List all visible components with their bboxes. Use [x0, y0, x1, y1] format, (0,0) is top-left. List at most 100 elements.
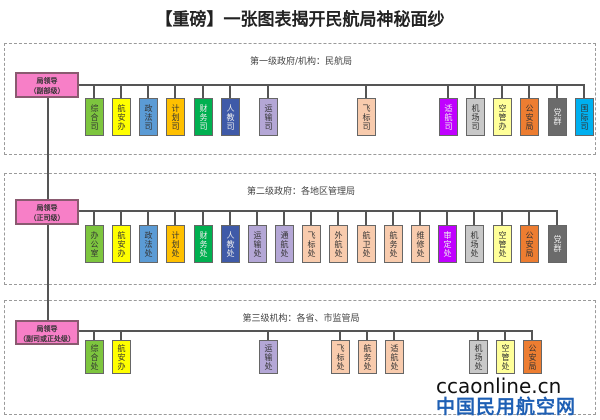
department-box: 运输处 [259, 340, 278, 374]
department-box: 审定处 [438, 225, 457, 263]
department-name: 空管处 [501, 343, 510, 371]
department-name: 空管处 [498, 230, 507, 258]
department-name: 机场处 [474, 343, 483, 371]
page-title: 【重磅】一张图表揭开民航局神秘面纱 [155, 10, 445, 30]
unit-connector [310, 210, 312, 225]
leadership-text: （副部级） [29, 87, 65, 95]
unit-connector [174, 84, 176, 98]
watermark-site-name: 中国民用航空网 [436, 396, 577, 418]
department-name: 综合处 [90, 343, 99, 371]
department-box: 综合处 [85, 340, 104, 374]
department-name: 航安办 [117, 103, 126, 131]
department-name: 机场司 [471, 103, 480, 131]
department-box: 适航处 [385, 340, 404, 374]
leadership-text: 局领导 [36, 204, 58, 212]
unit-connector [229, 84, 231, 98]
unit-connector [365, 210, 367, 225]
department-name: 党群 [553, 108, 562, 126]
department-box: 航务处 [358, 340, 377, 374]
department-box: 机场处 [469, 340, 488, 374]
unit-connector [120, 210, 122, 225]
department-box: 外航处 [329, 225, 348, 263]
unit-connector [473, 210, 475, 225]
department-box: 空管处 [496, 340, 515, 374]
level-1-section: 第一级政府/机构：民航局 [4, 43, 596, 155]
department-name: 财务司 [199, 103, 208, 131]
department-box: 航安办 [112, 225, 131, 263]
level-label: 第一级政府/机构：民航局 [249, 57, 353, 67]
department-name: 航安办 [117, 230, 126, 258]
department-name: 审定处 [443, 230, 452, 258]
unit-connector [267, 84, 269, 98]
level-connector-line [79, 210, 557, 212]
department-box: 政法处 [139, 225, 158, 263]
unit-connector [583, 84, 585, 98]
leadership-box: 局领导 （正司级） [15, 199, 79, 225]
unit-connector [256, 210, 258, 225]
unit-connector [174, 210, 176, 225]
department-box: 飞标处 [302, 225, 321, 263]
department-box: 人教处 [221, 225, 240, 263]
leadership-text: （正司级） [29, 214, 65, 222]
unit-connector [267, 330, 269, 340]
department-name: 计划处 [171, 230, 180, 258]
department-name: 通航处 [280, 230, 289, 258]
level-label: 第三级机构：各省、市监管局 [242, 314, 360, 324]
department-box: 航安办 [112, 98, 131, 136]
leadership-text: 局领导 [36, 325, 58, 333]
unit-connector [337, 210, 339, 225]
department-name: 飞标处 [336, 343, 345, 371]
department-name: 财务处 [199, 230, 208, 258]
department-box: 通航处 [275, 225, 294, 263]
unit-connector [202, 210, 204, 225]
unit-connector [446, 210, 448, 225]
department-box: 运输司 [259, 98, 278, 136]
department-name: 飞标司 [362, 103, 371, 131]
department-name: 维修处 [416, 230, 425, 258]
unit-connector [365, 84, 367, 98]
department-box: 空管处 [493, 225, 512, 263]
department-name: 机场处 [470, 230, 479, 258]
department-name: 航务处 [389, 230, 398, 258]
department-box: 党群 [548, 98, 567, 136]
department-box: 计划处 [166, 225, 185, 263]
department-box: 人教司 [221, 98, 240, 136]
department-box: 航安办 [112, 340, 131, 374]
department-name: 公安局 [528, 343, 537, 371]
watermark-logo: ccaonline.cn 中国民用航空网 [436, 376, 576, 418]
level-label: 第二级政府：各地区管理局 [246, 187, 355, 197]
department-name: 运输处 [253, 230, 262, 258]
department-name: 计划司 [171, 103, 180, 131]
department-name: 党群 [553, 235, 562, 253]
leadership-text: （副司或正处级） [19, 335, 75, 343]
department-name: 外航处 [334, 230, 343, 258]
level-2-section: 第二级政府：各地区管理局 [4, 173, 596, 285]
unit-connector [339, 330, 341, 340]
department-name: 政法司 [144, 103, 153, 131]
level-3-section: 第三级机构：各省、市监管局 [4, 300, 596, 415]
unit-connector [419, 210, 421, 225]
department-box: 机场处 [465, 225, 484, 263]
unit-connector [528, 84, 530, 98]
department-name: 航卫处 [362, 230, 371, 258]
department-box: 公安局 [520, 225, 539, 263]
department-box: 航务处 [384, 225, 403, 263]
department-box: 适航司 [439, 98, 458, 136]
department-box: 飞标司 [357, 98, 376, 136]
unit-connector [366, 330, 368, 340]
department-box: 政法司 [139, 98, 158, 136]
watermark-domain: ccaonline.cn [436, 374, 562, 398]
department-name: 运输司 [264, 103, 273, 131]
unit-connector [556, 210, 558, 225]
unit-connector [528, 210, 530, 225]
department-box: 维修处 [411, 225, 430, 263]
unit-connector [393, 330, 395, 340]
unit-connector [501, 210, 503, 225]
department-name: 人教处 [226, 230, 235, 258]
unit-connector [531, 330, 533, 340]
unit-connector [202, 84, 204, 98]
unit-connector [120, 330, 122, 340]
department-box: 党群 [548, 225, 567, 263]
department-name: 航务处 [363, 343, 372, 371]
